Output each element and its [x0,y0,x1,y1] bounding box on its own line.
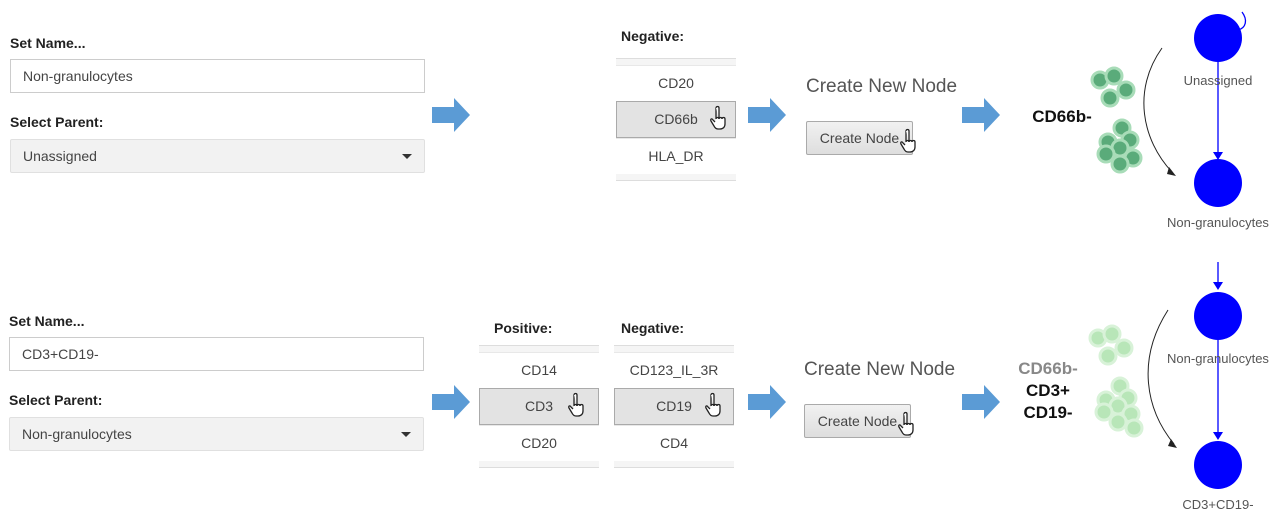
flow-arrow-icon [962,385,1000,419]
tree-diagram [1143,11,1247,207]
positive-header: Positive: [494,320,553,336]
flow-arrow-icon [748,98,786,132]
tree-node-child [1194,159,1242,207]
create-new-node-title: Create New Node [806,76,958,97]
list-item[interactable]: CD20 [479,425,599,461]
positive-listbox[interactable]: CD14 CD3 CD20 [479,345,599,468]
curve-arrowhead-icon [1167,167,1176,176]
list-item[interactable]: CD4 [614,425,734,461]
list-item-label: CD66b [654,111,698,127]
create-new-node-title: Create New Node [804,359,956,380]
negative-header: Negative: [621,320,685,336]
tree-node-parent [1194,292,1242,340]
negative-listbox[interactable]: CD123_IL_3R CD19 CD4 [614,345,734,468]
caret-down-icon [402,154,412,159]
curve-arrowhead-icon [1168,439,1177,448]
list-item[interactable]: CD14 [479,352,599,388]
list-item-label: CD3 [524,398,553,414]
result-line: CD3+ [1026,381,1070,400]
tree-node-parent [1194,14,1242,62]
list-item[interactable]: CD123_IL_3R [614,352,734,388]
tree-node-parent-label: Non-granulocytes [1167,351,1269,366]
edge-arrowhead-icon [1213,152,1223,160]
select-parent-label: Select Parent: [9,392,103,408]
edge-arrowhead-icon [1213,282,1223,290]
select-parent-dropdown[interactable]: Non-granulocytes [9,417,424,451]
set-name-input[interactable]: Non-granulocytes [10,59,425,93]
flow-arrow-icon [432,98,470,132]
result-label: CD66b- CD3+ CD19- [1012,358,1084,424]
tree-node-child [1194,441,1242,489]
create-node-button[interactable]: Create Node [806,121,913,155]
result-line: CD66b- [1018,359,1078,378]
hand-pointer-icon [898,411,914,436]
set-name-label: Set Name... [10,35,86,51]
list-item[interactable]: CD20 [616,65,736,101]
flow-arrow-icon [962,98,1000,132]
list-item-label: CD19 [656,398,692,414]
select-parent-dropdown[interactable]: Unassigned [10,139,425,173]
negative-header: Negative: [621,28,685,44]
flow-arrow-icon [432,385,470,419]
set-name-input[interactable]: CD3+CD19- [9,337,424,371]
create-node-button[interactable]: Create Node [804,404,911,438]
set-name-label: Set Name... [9,313,85,329]
tree-diagram [1147,262,1242,489]
result-line: CD66b- [1032,107,1092,126]
select-parent-label: Select Parent: [10,114,104,130]
flow-arrow-icon [748,385,786,419]
list-item[interactable]: HLA_DR [616,138,736,174]
caret-down-icon [401,432,411,437]
result-line: CD19- [1023,403,1073,422]
curve-arrow [1147,309,1175,445]
hand-pointer-icon [900,128,916,153]
tree-node-child-label: Non-granulocytes [1167,215,1269,230]
cell-cluster-icon [1090,66,1143,174]
tree-node-child-label: CD3+CD19- [1182,497,1254,512]
cell-cluster-icon [1088,324,1144,438]
hand-pointer-icon [705,392,721,417]
curve-arrow [1143,47,1173,173]
edge-arrowhead-icon [1213,432,1223,440]
result-label: CD66b- [1028,106,1096,128]
hand-pointer-icon [568,392,584,417]
tree-node-parent-label: Unassigned [1183,73,1253,88]
select-parent-value: Unassigned [23,148,97,164]
select-parent-value: Non-granulocytes [22,426,132,442]
hand-pointer-icon [710,105,726,130]
